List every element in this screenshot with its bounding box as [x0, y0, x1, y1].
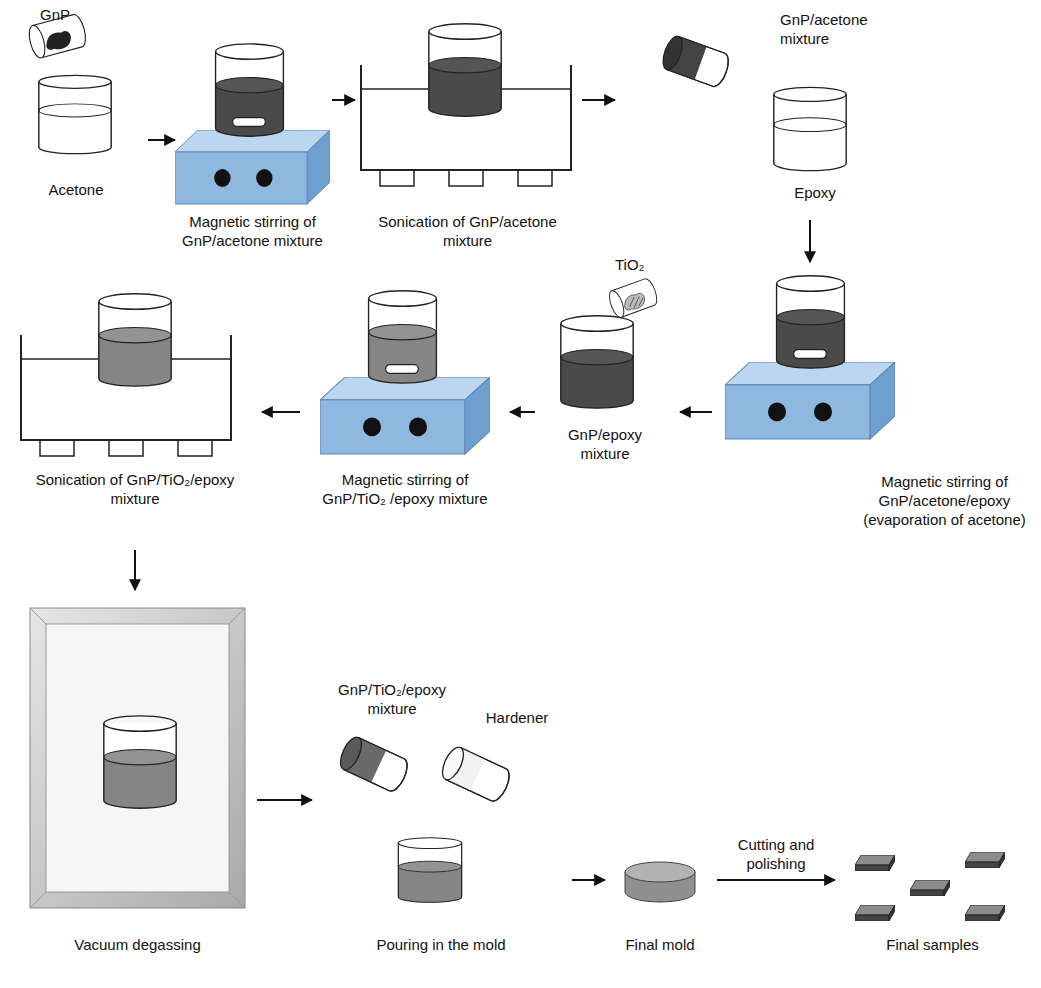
flow-arrow	[148, 139, 175, 141]
mixture-beaker	[216, 44, 284, 136]
process-step: GnP/acetone mixtureEpoxy	[615, 5, 882, 220]
edge-label: Cutting and polishing	[722, 834, 830, 874]
flow-arrow	[332, 99, 355, 101]
sample-tile	[965, 852, 1005, 868]
magnetic-stirrer	[175, 130, 330, 204]
mixture-beaker	[777, 276, 845, 368]
step-caption: Acetone	[26, 180, 126, 199]
flow-arrow	[582, 99, 615, 101]
sample-tile	[855, 855, 895, 871]
process-step: TiO₂ GnP/epoxy mixture	[535, 255, 680, 490]
mixture-beaker	[369, 291, 437, 383]
process-step: GnP/TiO₂/epoxy mixtureHardenerPouring in…	[312, 680, 572, 975]
step-caption: Sonication of GnP/acetone mixture	[355, 212, 580, 250]
stir-bar	[386, 365, 419, 374]
step-caption: Magnetic stirring of GnP/acetone/epoxy (…	[862, 472, 1027, 529]
flow-arrow	[717, 879, 835, 881]
flow-arrow	[262, 411, 300, 413]
flow-arrow	[680, 411, 712, 413]
flow-arrow	[809, 220, 811, 262]
step-caption: GnP/epoxy mixture	[555, 425, 655, 463]
step-caption: GnP	[30, 5, 80, 24]
flow-arrow	[510, 411, 535, 413]
step-caption: Hardener	[472, 708, 562, 727]
flow-arrow	[572, 879, 605, 881]
sample-tile	[855, 905, 895, 921]
process-step: Sonication of GnP/TiO₂/epoxy mixture	[8, 270, 262, 550]
step-caption: TiO₂	[615, 255, 665, 274]
mixture-beaker	[99, 294, 171, 386]
epoxy-beaker	[774, 87, 846, 170]
step-caption: Magnetic stirring of GnP/TiO₂ /epoxy mix…	[310, 470, 500, 508]
final-mold-disc	[625, 862, 695, 902]
flow-arrow	[134, 550, 136, 590]
stir-bar	[794, 350, 827, 359]
step-caption: Final samples	[835, 935, 1030, 954]
step-caption: Magnetic stirring of GnP/acetone mixture	[175, 212, 330, 250]
magnetic-stirrer	[320, 377, 490, 454]
acetone-beaker	[39, 75, 111, 153]
sample-tile	[910, 880, 950, 896]
process-step: Sonication of GnP/acetone mixture	[355, 5, 582, 254]
process-step: Magnetic stirring of GnP/acetone mixture	[175, 20, 332, 260]
step-caption: Vacuum degassing	[20, 935, 255, 954]
mixture-container	[336, 734, 411, 794]
tio2-container	[607, 277, 660, 319]
process-step: GnP Acetone	[8, 5, 148, 205]
step-caption: Pouring in the mold	[312, 935, 570, 954]
process-step: Final mold	[605, 840, 717, 975]
process-step: Magnetic stirring of GnP/TiO₂ /epoxy mix…	[300, 270, 510, 555]
vacuum-chamber	[30, 608, 245, 908]
step-caption: Epoxy	[765, 183, 865, 202]
hardener-container	[438, 744, 513, 804]
sample-tile	[965, 905, 1005, 921]
process-step: Vacuum degassing	[20, 590, 257, 975]
step-caption: Final mold	[605, 935, 715, 954]
stir-bar	[233, 118, 266, 127]
magnetic-stirrer	[725, 362, 895, 439]
step-caption: GnP/acetone mixture	[780, 10, 880, 48]
mixture-beaker	[429, 24, 501, 116]
mixture-beaker	[104, 716, 176, 808]
flow-arrow	[257, 799, 312, 801]
mold	[398, 838, 461, 903]
step-caption: GnP/TiO₂/epoxy mixture	[317, 680, 467, 718]
process-step: Final samples	[835, 840, 1032, 975]
process-step: Magnetic stirring of GnP/acetone/epoxy (…	[712, 262, 1035, 562]
step-caption: Sonication of GnP/TiO₂/epoxy mixture	[18, 470, 252, 508]
mixture-beaker	[561, 316, 633, 408]
mixture-container	[659, 34, 732, 89]
